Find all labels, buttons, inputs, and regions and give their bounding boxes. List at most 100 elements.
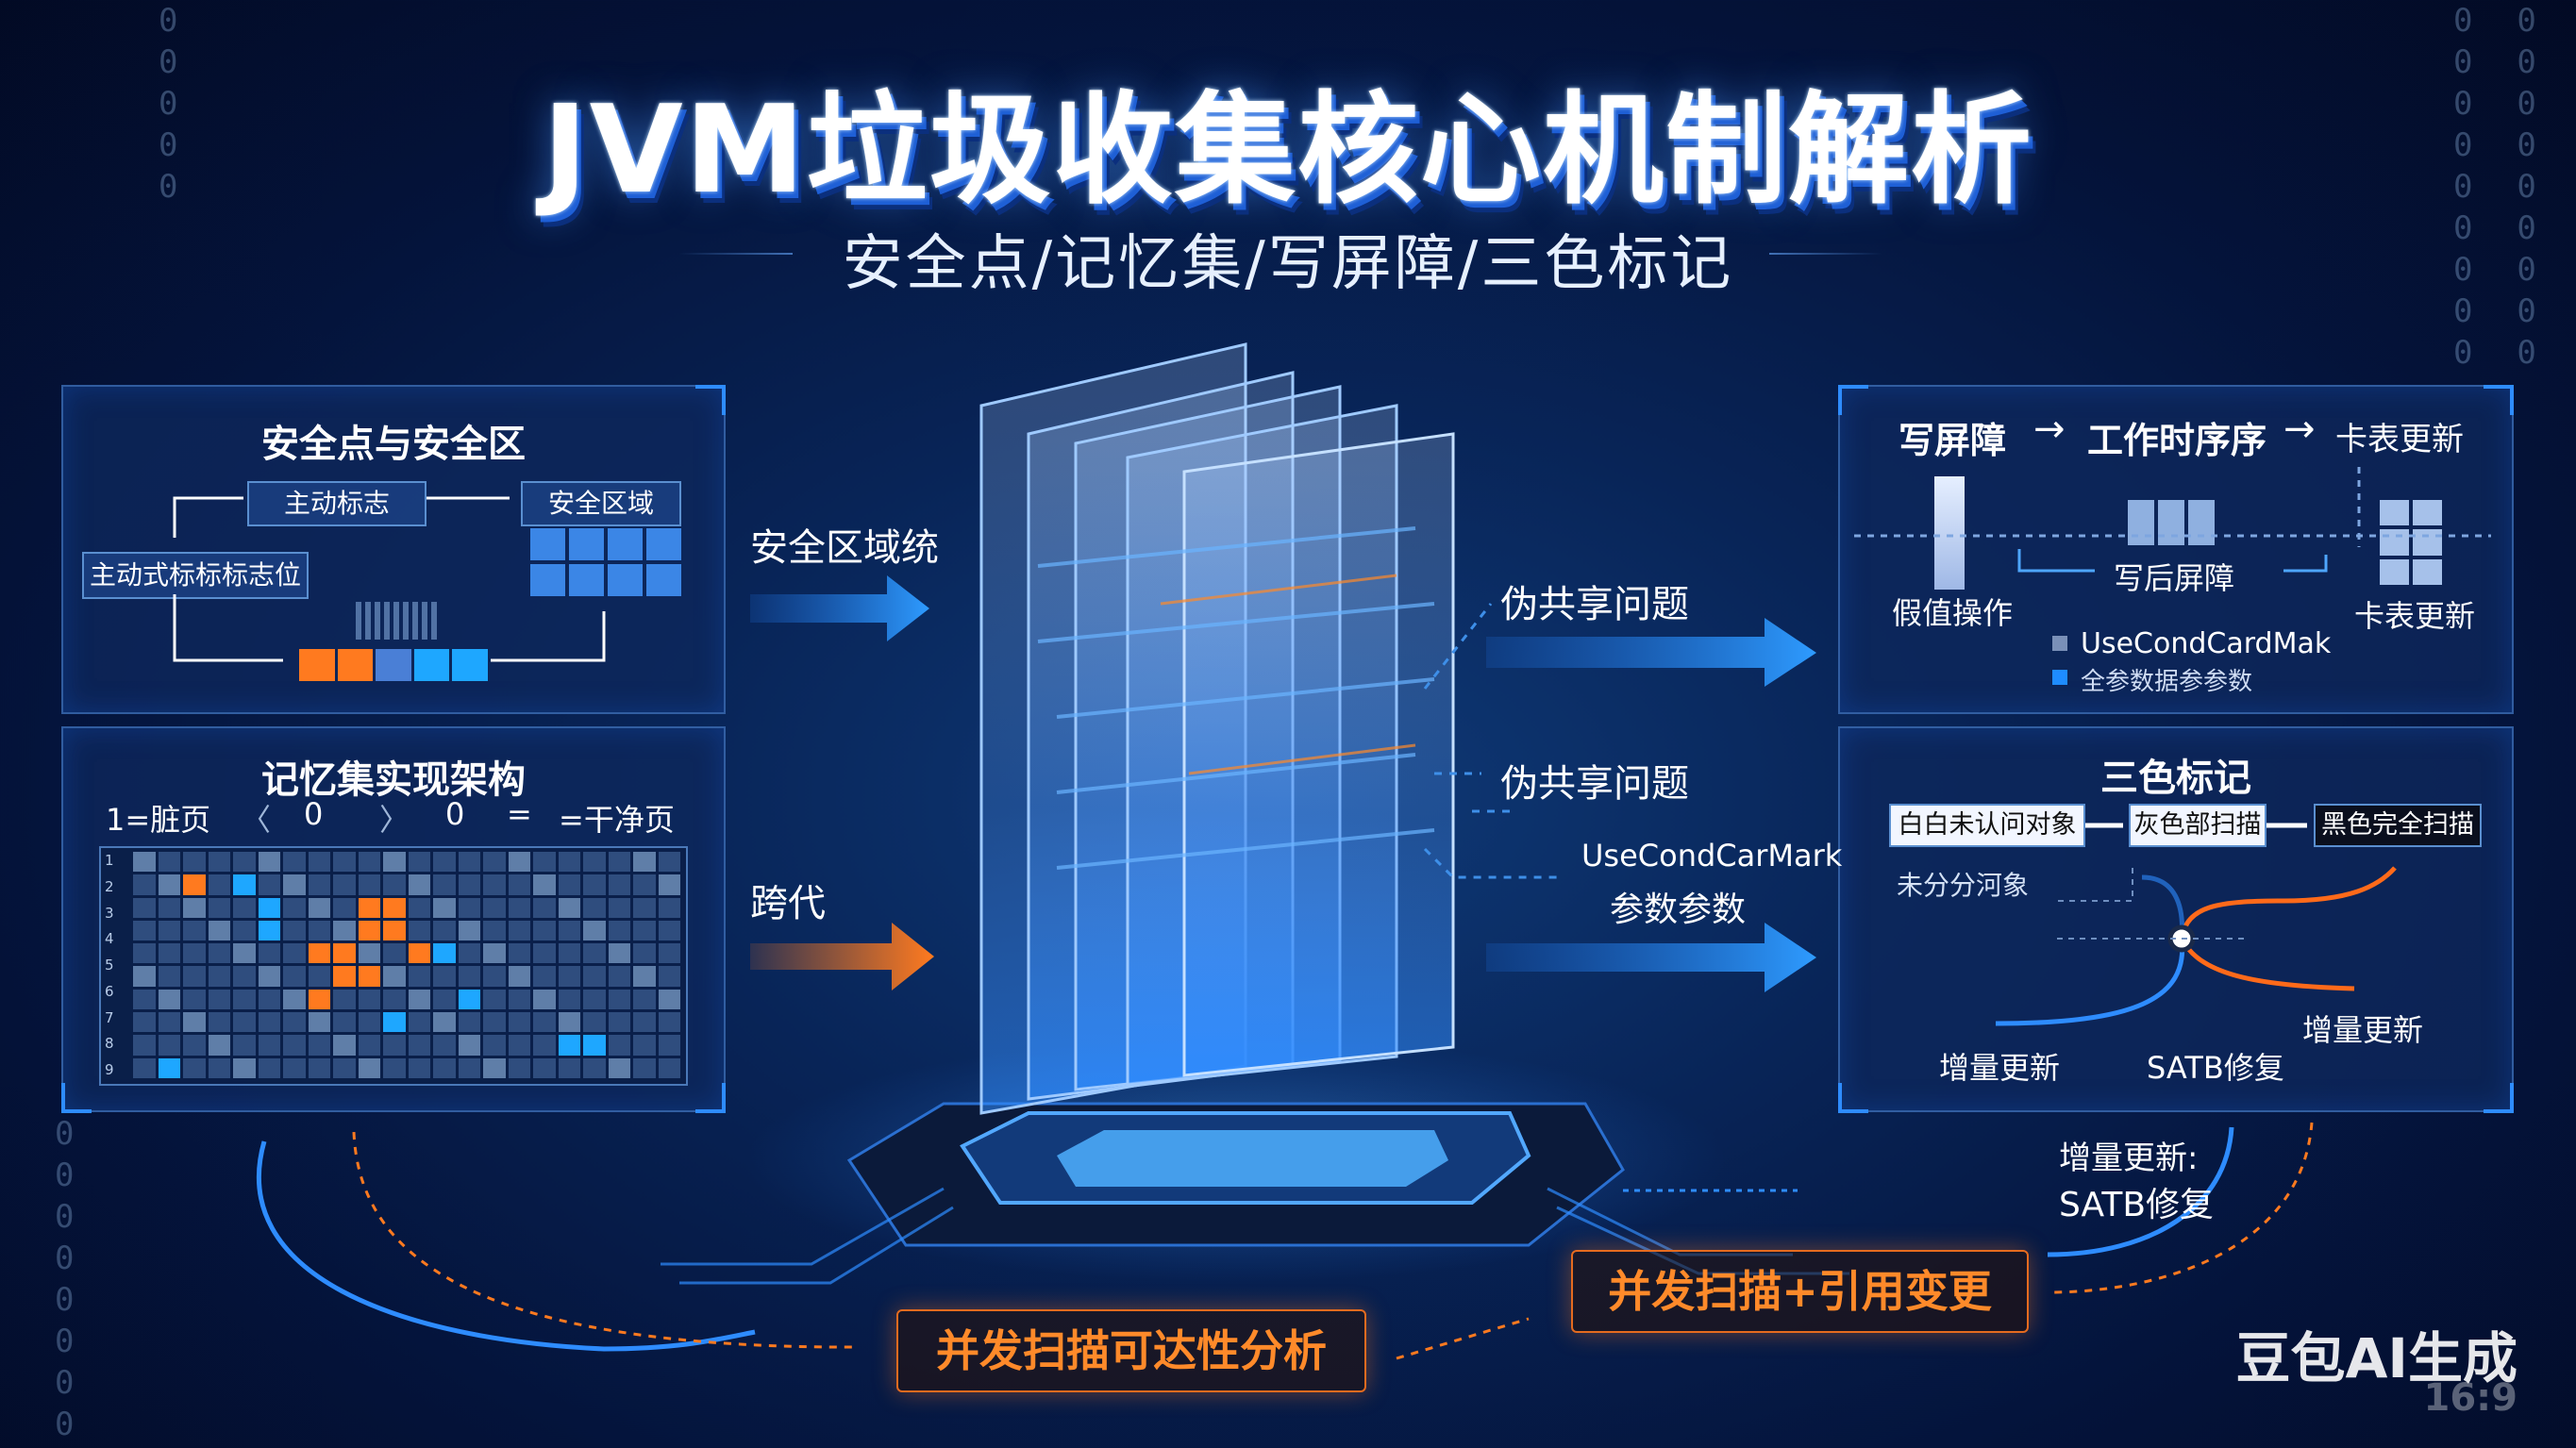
- card-cell: [508, 1057, 530, 1078]
- card-cell: [633, 989, 656, 1010]
- card-cell: [308, 1057, 330, 1078]
- card-cell: [133, 989, 156, 1010]
- card-cell: [208, 920, 230, 941]
- row-label: 8: [105, 1035, 114, 1053]
- card-cell: [633, 1012, 656, 1033]
- card-cell: [658, 920, 680, 941]
- card-cell: [508, 1012, 530, 1033]
- row-label: 9: [105, 1061, 114, 1078]
- card-cell: [183, 1035, 206, 1056]
- unvisited-label: 未分分河象: [1897, 870, 2030, 901]
- card-cell: [458, 874, 480, 895]
- card-cell: [233, 1057, 256, 1078]
- card-cell: [458, 943, 480, 964]
- card-cell: [233, 966, 256, 987]
- card-cell: [608, 1012, 630, 1033]
- white-object-box: 白白未认问对象: [1889, 804, 2085, 847]
- card-update-blocks: [2380, 500, 2442, 585]
- legend-equals: =: [507, 796, 532, 832]
- card-cell: [158, 920, 180, 941]
- binary-decoration: 0 0 1 0 0 1 0 0 0 0 0 1 0 0 0 0 0 1 0 0 …: [2453, 2, 2538, 372]
- card-cell: [483, 1012, 506, 1033]
- post-barrier-blocks: [2128, 500, 2215, 545]
- card-cell: [558, 1012, 580, 1033]
- card-cell: [633, 1057, 656, 1078]
- card-cell: [533, 852, 556, 873]
- card-cell: [408, 943, 430, 964]
- card-update-label: 卡表更新: [2354, 598, 2476, 634]
- incremental-update-right: 增量更新: [2302, 1012, 2424, 1048]
- card-cell: [208, 897, 230, 918]
- dashed-connectors: [1423, 603, 1557, 879]
- card-cell: [558, 920, 580, 941]
- panel-corner: [695, 385, 726, 415]
- card-cell: [558, 943, 580, 964]
- write-barrier-panel: 写屏障 → 工作时序序 → 卡表更新 假值操作 写后屏障 卡表更新 UseCon…: [1838, 385, 2514, 714]
- card-cell: [658, 852, 680, 873]
- card-cell: [508, 852, 530, 873]
- panel-corner: [695, 1083, 726, 1113]
- card-cell: [658, 1057, 680, 1078]
- card-cell: [333, 1057, 356, 1078]
- card-cell: [383, 1057, 406, 1078]
- card-cell: [383, 874, 406, 895]
- card-cell: [133, 966, 156, 987]
- card-cell: [433, 874, 456, 895]
- legend-zero-2: 0: [445, 796, 465, 832]
- flag-strip: [299, 649, 488, 681]
- card-cell: [408, 1057, 430, 1078]
- card-cell: [508, 1035, 530, 1056]
- card-cell: [533, 1012, 556, 1033]
- card-cell: [558, 897, 580, 918]
- card-cell: [408, 920, 430, 941]
- card-cell: [658, 989, 680, 1010]
- card-cell: [458, 1012, 480, 1033]
- card-cell: [158, 966, 180, 987]
- card-cell: [483, 1057, 506, 1078]
- card-cell: [233, 920, 256, 941]
- card-cell: [408, 989, 430, 1010]
- card-cell: [608, 966, 630, 987]
- flow-arrows: [750, 575, 1816, 992]
- label-safe-region: 安全区域统: [750, 526, 939, 570]
- card-cell: [258, 920, 280, 941]
- card-cell: [258, 897, 280, 918]
- card-cell: [283, 1012, 306, 1033]
- card-cell: [333, 852, 356, 873]
- card-cell: [308, 852, 330, 873]
- card-cell: [658, 943, 680, 964]
- card-cell: [558, 1057, 580, 1078]
- card-cell: [333, 943, 356, 964]
- card-cell: [183, 920, 206, 941]
- arrow-icon: [1486, 618, 1816, 687]
- card-cell: [283, 874, 306, 895]
- card-cell: [208, 852, 230, 873]
- card-cell: [458, 897, 480, 918]
- active-flag-bit-box: 主动式标标标志位: [82, 552, 309, 599]
- assign-label: 假值操作: [1892, 595, 2014, 631]
- card-cell: [633, 852, 656, 873]
- card-cell: [433, 966, 456, 987]
- reachability-button: 并发扫描可达性分析: [896, 1309, 1366, 1392]
- card-cell: [433, 897, 456, 918]
- card-cell: [258, 852, 280, 873]
- card-cell: [258, 943, 280, 964]
- dotted-pattern: [356, 602, 441, 640]
- card-cell: [358, 920, 380, 941]
- legend-clean: =干净页: [559, 802, 675, 838]
- card-cell: [383, 943, 406, 964]
- card-cell: [283, 989, 306, 1010]
- card-cell: [433, 852, 456, 873]
- label-param-2: 参数参数: [1610, 890, 1747, 929]
- card-cell: [383, 897, 406, 918]
- card-cell: [258, 1012, 280, 1033]
- card-cell: [558, 874, 580, 895]
- card-cell: [633, 943, 656, 964]
- card-cell: [583, 852, 606, 873]
- card-cell: [583, 1057, 606, 1078]
- wb-connectors: [1854, 467, 2491, 547]
- card-cell: [608, 1057, 630, 1078]
- card-cell: [158, 943, 180, 964]
- card-cell: [308, 989, 330, 1010]
